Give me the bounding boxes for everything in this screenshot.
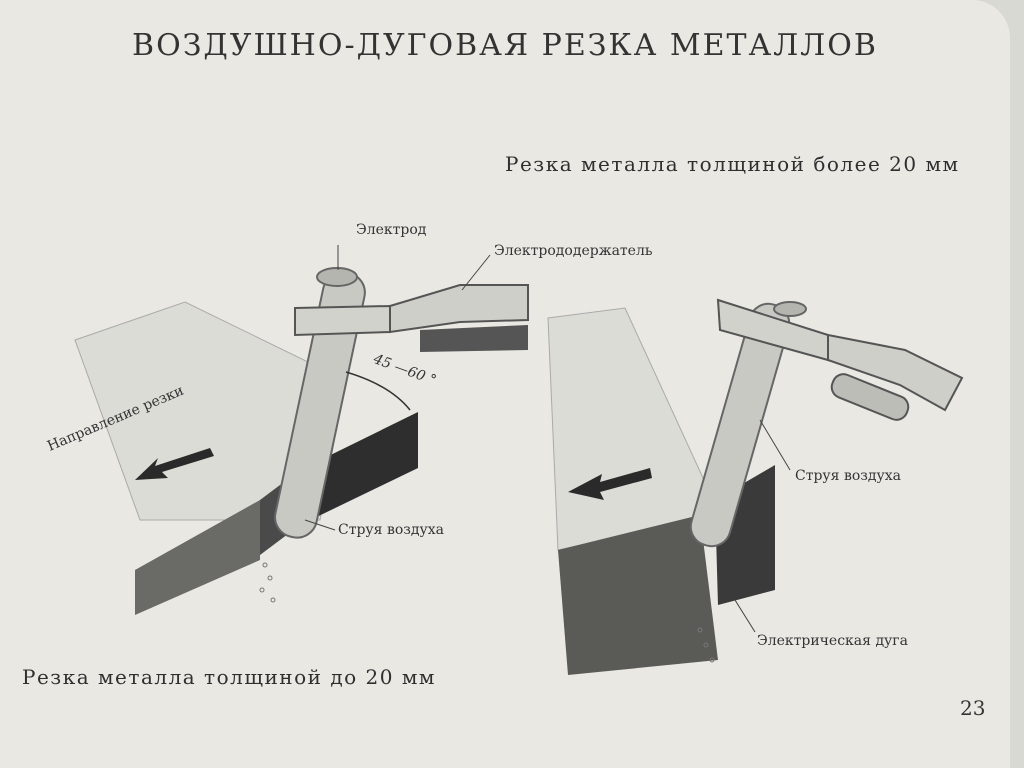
electrode-label: Электрод — [356, 222, 427, 238]
right-cutting-illustration — [547, 298, 964, 675]
holder-label: Электрододержатель — [494, 243, 653, 259]
left-cutting-illustration — [74, 245, 529, 615]
left-holder-arm — [389, 284, 529, 334]
right-holder-arm — [827, 333, 964, 412]
caption-thin-metal: Резка металла толщиной до 20 мм — [22, 665, 436, 689]
left-sparks — [259, 562, 276, 603]
direction-arrow-left-icon — [135, 448, 214, 480]
arc-label: Электрическая дуга — [757, 633, 908, 649]
right-sparks — [697, 627, 715, 663]
right-electrode — [689, 302, 791, 548]
caption-thick-metal: Резка металла толщиной более 20 мм — [505, 152, 960, 176]
left-holder-jaw — [294, 304, 391, 337]
direction-arrow-right-icon — [568, 468, 652, 500]
left-groove — [300, 412, 418, 525]
page-number: 23 — [960, 696, 986, 720]
air-jet-right-label: Струя воздуха — [795, 468, 901, 484]
slide-title: ВОЗДУШНО-ДУГОВАЯ РЕЗКА МЕТАЛЛОВ — [132, 28, 878, 63]
left-plate-front — [135, 500, 260, 615]
right-plate-front — [558, 515, 718, 675]
air-jet-left-label: Струя воздуха — [338, 522, 444, 538]
